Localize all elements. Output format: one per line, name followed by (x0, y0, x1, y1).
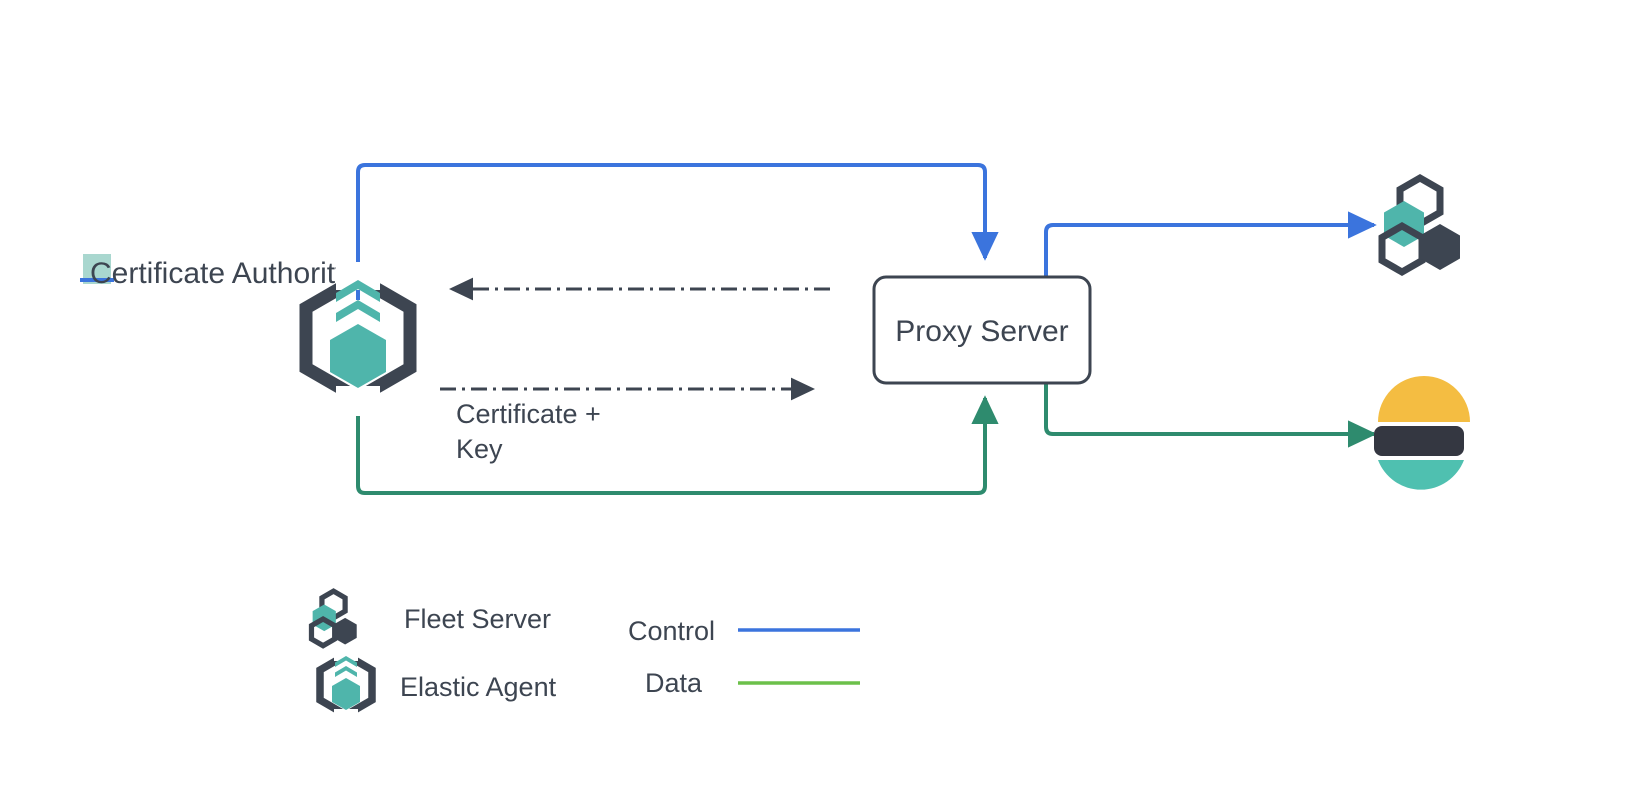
certificate-authority-label: Certificate Authority (90, 257, 350, 290)
edge-agent-to-proxy-control (356, 163, 999, 300)
fleet-server-icon-main[interactable] (1378, 173, 1460, 277)
fleet-server-icon (308, 588, 357, 649)
legend-label-control: Control (628, 616, 715, 646)
proxy-server-box[interactable] (872, 275, 1092, 385)
elastic-agent-icon[interactable] (299, 262, 417, 416)
node-proxy-server[interactable]: Proxy Server (872, 275, 1092, 385)
legend-label-fleet-server: Fleet Server (404, 604, 551, 634)
certificate-key-line1: Certificate + (456, 399, 601, 429)
edge-proxy-to-fleet-control (1044, 211, 1377, 276)
elastic-agent-icon (316, 646, 376, 725)
legend-label-elastic-agent: Elastic Agent (400, 672, 557, 702)
certificate-authority-label-group: Certificate Authority (80, 254, 350, 290)
legend-item-control[interactable]: Control (628, 616, 860, 646)
certificate-key-line2: Key (456, 434, 503, 464)
label-underline (80, 278, 114, 282)
edge-label-certificate-key: Certificate + Key (456, 399, 601, 464)
edge-proxy-to-elasticsearch-data (1044, 383, 1377, 448)
elasticsearch-bar (1374, 426, 1464, 456)
legend: Fleet Server Elastic Agent Control (308, 588, 860, 725)
legend-label-data: Data (645, 668, 703, 698)
edge-agent-to-proxy-data (356, 370, 999, 495)
legend-item-data[interactable]: Data (645, 668, 860, 698)
proxy-server-label: Proxy Server (895, 315, 1068, 348)
legend-item-elastic-agent[interactable]: Elastic Agent (316, 646, 557, 725)
elasticsearch-icon[interactable] (1374, 376, 1470, 490)
elasticsearch-top-arc (1378, 376, 1470, 422)
elasticsearch-bottom-arc (1378, 460, 1464, 490)
legend-item-fleet-server[interactable]: Fleet Server (308, 588, 551, 649)
